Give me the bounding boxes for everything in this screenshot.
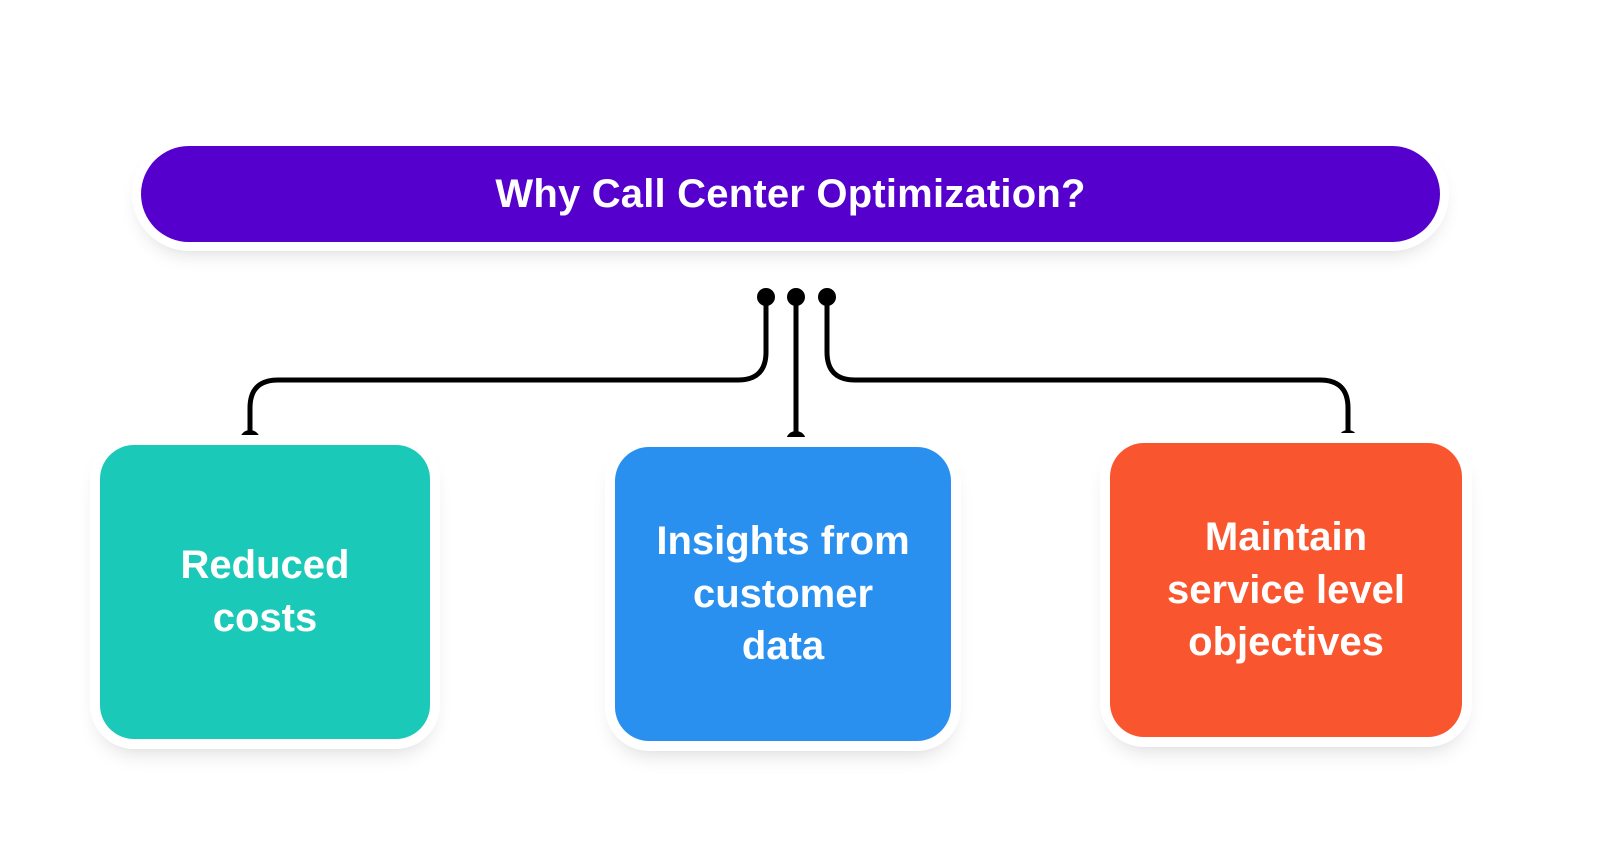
- diagram-node-reduced-costs[interactable]: Reduced costs: [100, 445, 430, 739]
- connector-dot-source-center: [787, 288, 805, 306]
- diagram-root-node[interactable]: Why Call Center Optimization?: [141, 146, 1440, 242]
- connector-dot-source-right: [818, 288, 836, 306]
- diagram-root-node-label: Why Call Center Optimization?: [495, 172, 1086, 216]
- connector-dot-source-left: [757, 288, 775, 306]
- diagram-node-insights-from-customer-data[interactable]: Insights from customer data: [615, 447, 951, 741]
- diagram-node-maintain-service-level-objectives[interactable]: Maintain service level objectives: [1110, 443, 1462, 737]
- diagram-node-label: Reduced costs: [180, 543, 350, 640]
- diagram-node-label: Insights from customer data: [656, 518, 910, 669]
- connector-path-right: [824, 300, 1351, 438]
- diagram-node-label: Maintain service level objectives: [1167, 514, 1405, 665]
- connector-path-left: [247, 300, 769, 438]
